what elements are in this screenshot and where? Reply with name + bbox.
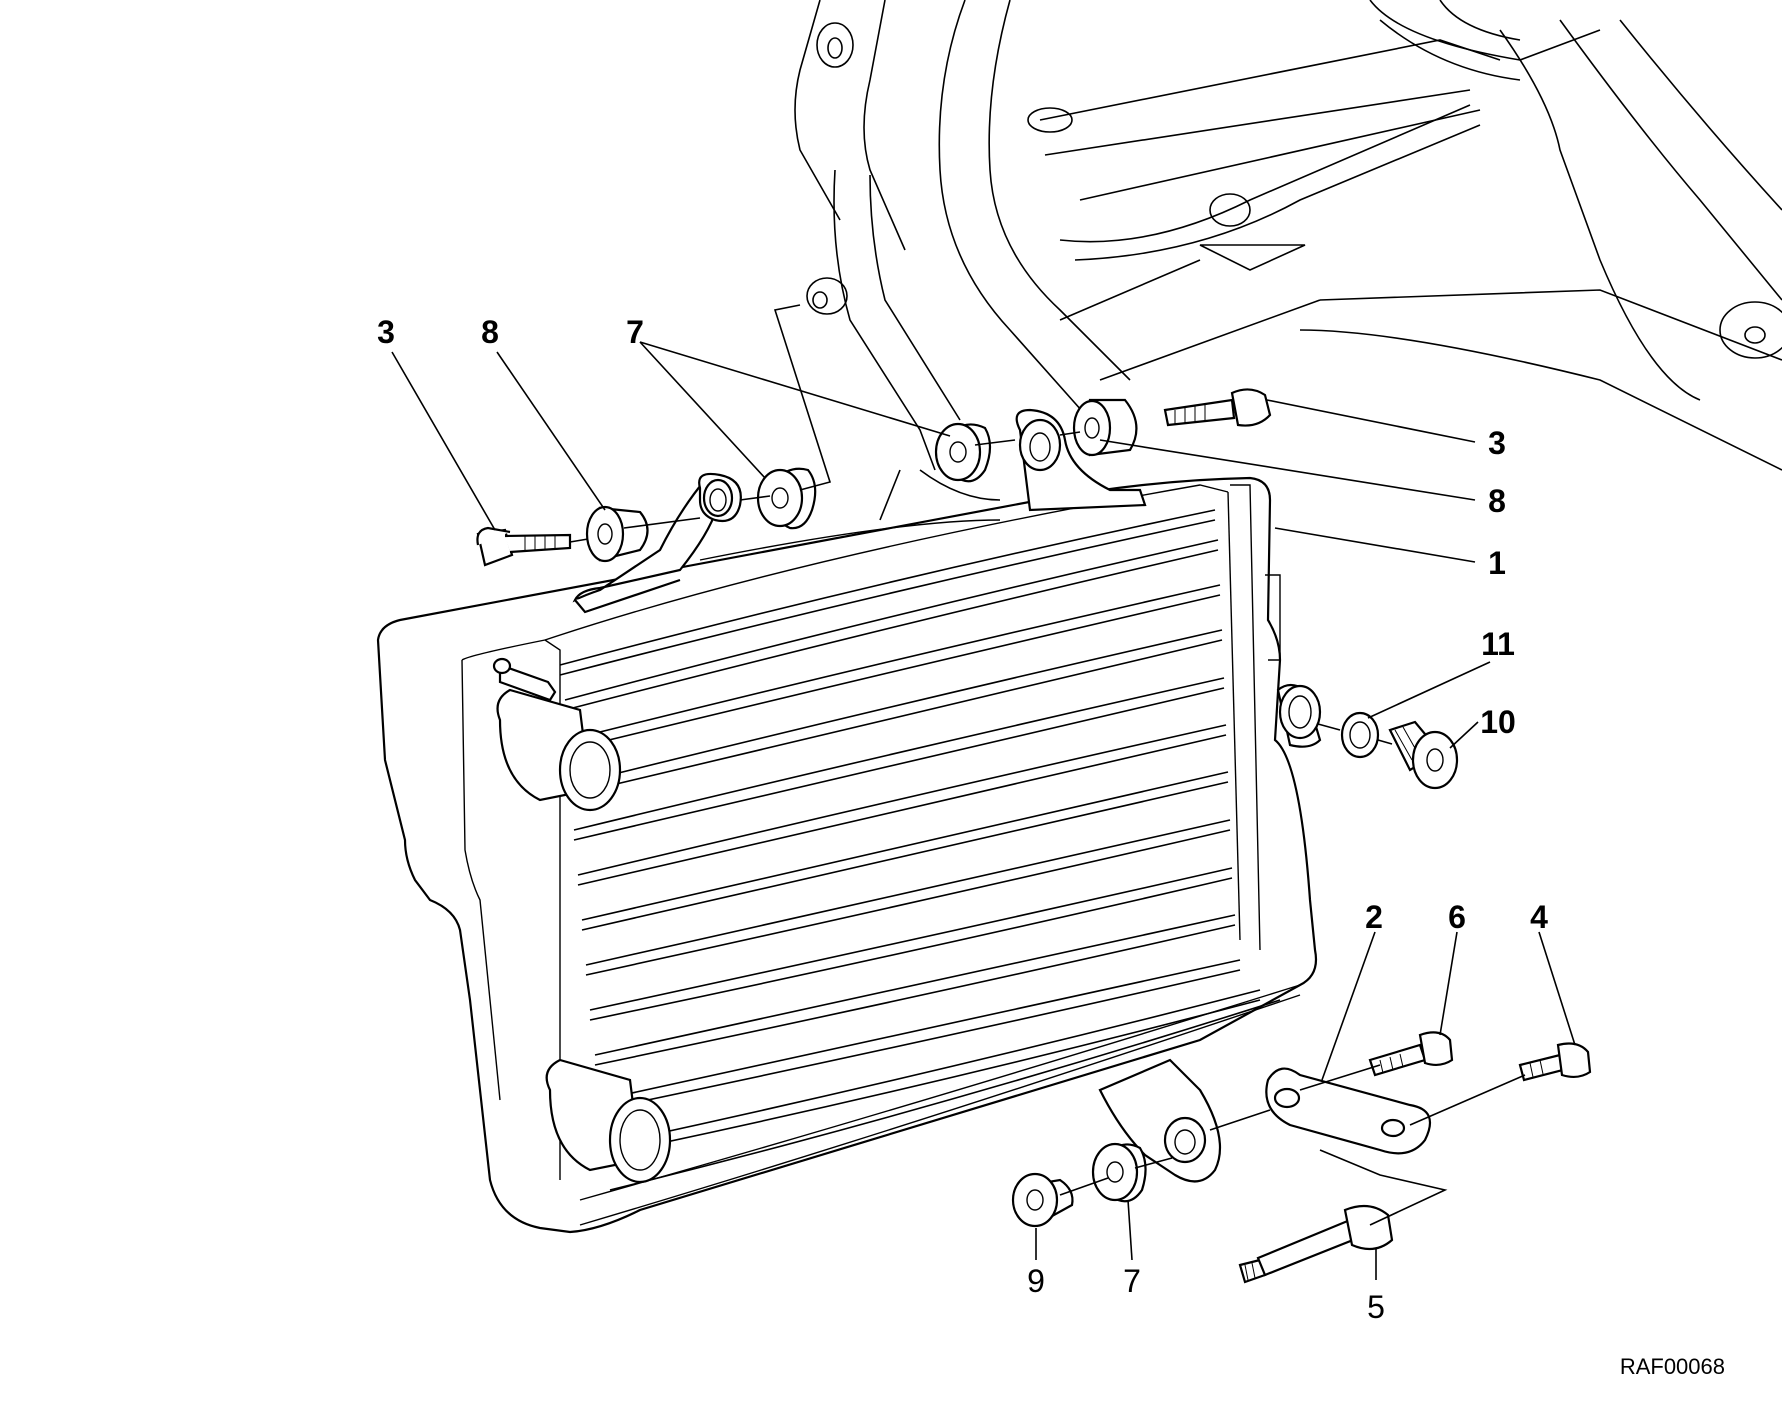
radiator-fins — [559, 509, 1281, 1191]
bolt-part-6 — [1368, 1031, 1454, 1077]
sealing-washer-part-11 — [1340, 711, 1380, 759]
upper-left-bracket — [572, 472, 742, 614]
label-part-9: 9 — [1027, 1263, 1045, 1299]
leader-lines — [391, 341, 1576, 1280]
label-part-4: 4 — [1530, 899, 1548, 935]
bolt-part-3-left — [476, 526, 572, 567]
label-part-8-left: 8 — [481, 314, 499, 350]
label-part-7-lower: 7 — [1123, 1263, 1141, 1299]
upper-inlet-pipe — [496, 688, 622, 812]
lower-inlet-pipe — [545, 1058, 672, 1184]
label-part-1: 1 — [1488, 545, 1506, 581]
part-number-labels: 3 8 7 3 8 1 11 10 2 6 4 9 7 5 — [377, 314, 1548, 1325]
motorcycle-frame — [794, 0, 1782, 521]
label-part-3-right: 3 — [1488, 425, 1506, 461]
label-part-2: 2 — [1365, 899, 1383, 935]
upper-right-bracket — [1015, 408, 1147, 512]
assembly-lines — [569, 304, 1526, 1226]
bolt-part-4 — [1518, 1042, 1592, 1082]
bolt-part-3-right — [1163, 388, 1272, 427]
lower-radiator-bracket — [1098, 1058, 1222, 1183]
label-part-6: 6 — [1448, 899, 1466, 935]
bush-part-9 — [1011, 1172, 1074, 1228]
serrated-washer-part-7-lower — [1091, 1142, 1147, 1203]
label-part-8-right: 8 — [1488, 483, 1506, 519]
socket-screw-part-10 — [1388, 720, 1459, 790]
label-part-11: 11 — [1481, 626, 1515, 662]
serrated-washer-part-7-upper-right — [934, 422, 992, 483]
drawing-reference-code: RAF00068 — [1620, 1354, 1725, 1379]
serrated-washer-part-7-upper-left — [756, 467, 817, 530]
spacer-part-8-left — [585, 505, 649, 563]
label-part-5: 5 — [1367, 1289, 1385, 1325]
label-part-3-left: 3 — [377, 314, 395, 350]
link-plate-part-2 — [1265, 1067, 1432, 1155]
long-bolt-part-5 — [1238, 1204, 1394, 1284]
oil-cooler-radiator — [376, 476, 1322, 1234]
spacer-part-8-right — [1072, 398, 1138, 457]
label-part-7-upper: 7 — [626, 314, 644, 350]
label-part-10: 10 — [1480, 704, 1516, 740]
